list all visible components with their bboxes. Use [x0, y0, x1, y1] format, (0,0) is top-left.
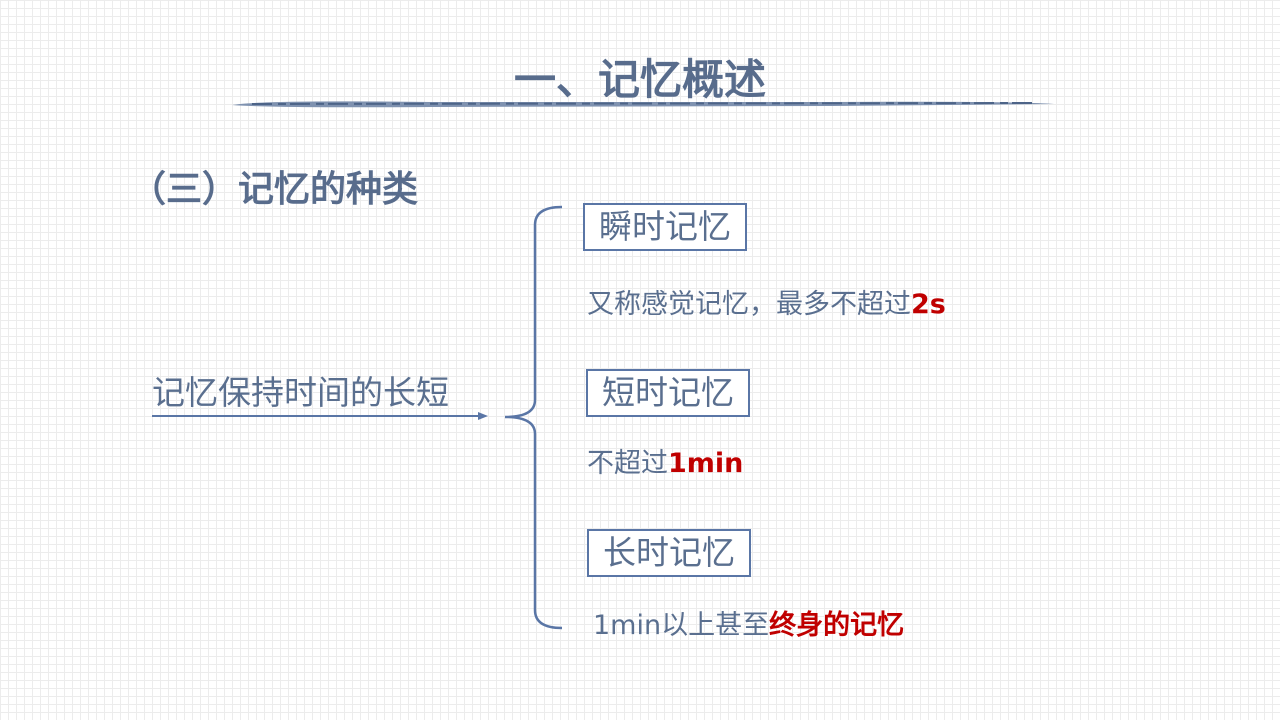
brace: [504, 205, 563, 630]
memory-type-box-short-term: 短时记忆: [586, 369, 750, 417]
desc-highlight: 2s: [911, 289, 946, 320]
section-subtitle: （三）记忆的种类: [130, 169, 419, 210]
desc-long-term: 1min以上甚至终身的记忆: [593, 603, 904, 642]
brush-divider: [232, 101, 1054, 108]
desc-highlight: 1min: [668, 448, 744, 479]
slide-title: 一、记忆概述: [513, 55, 766, 104]
memory-type-box-sensory: 瞬时记忆: [583, 203, 747, 251]
desc-text: 不超过: [587, 448, 668, 479]
box-label: 瞬时记忆: [599, 207, 731, 246]
desc-highlight: 终身的记忆: [769, 610, 905, 641]
desc-text: 又称感觉记忆，最多不超过: [587, 289, 911, 320]
memory-type-box-long-term: 长时记忆: [587, 529, 751, 577]
desc-text: 1min以上甚至: [593, 610, 770, 641]
desc-sensory: 又称感觉记忆，最多不超过2s: [587, 282, 946, 321]
topic-label: 记忆保持时间的长短: [152, 373, 449, 412]
box-label: 短时记忆: [602, 373, 734, 412]
box-label: 长时记忆: [603, 533, 735, 572]
desc-short-term: 不超过1min: [587, 441, 743, 480]
arrow-head: [478, 412, 488, 420]
